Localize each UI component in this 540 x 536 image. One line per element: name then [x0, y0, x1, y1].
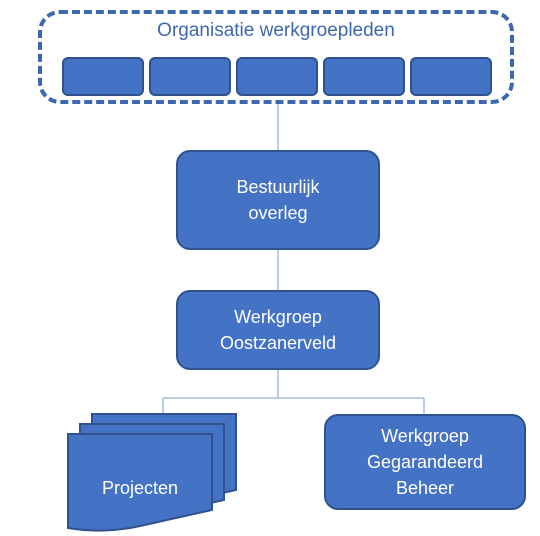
document-front — [67, 433, 213, 532]
node-label-line: overleg — [248, 203, 308, 223]
node-label-line: Werkgroep — [381, 426, 469, 446]
node-label-line: Beheer — [395, 478, 455, 498]
member-box — [62, 57, 144, 96]
member-box — [149, 57, 231, 96]
member-box — [323, 57, 405, 96]
node-werkgroep-gegarandeerd-beheer: Werkgroep Gegarandeerd Beheer — [324, 414, 526, 510]
node-bestuurlijk-overleg: Bestuurlijk overleg — [176, 150, 380, 250]
node-label-line: Oostzanerveld — [219, 333, 337, 353]
organisatie-werkgroepleden-group — [38, 10, 514, 104]
projecten-label: Projecten — [101, 478, 179, 498]
node-label-line: Gegarandeerd — [366, 452, 484, 472]
node-werkgroep-oostzanerveld: Werkgroep Oostzanerveld — [176, 290, 380, 370]
projecten-document-stack — [67, 413, 237, 532]
org-group-title: Organisatie werkgroepleden — [157, 20, 395, 41]
node-label-line: Bestuurlijk — [236, 177, 320, 197]
node-label-line: Werkgroep — [234, 307, 322, 327]
member-box — [410, 57, 492, 96]
member-box — [236, 57, 318, 96]
